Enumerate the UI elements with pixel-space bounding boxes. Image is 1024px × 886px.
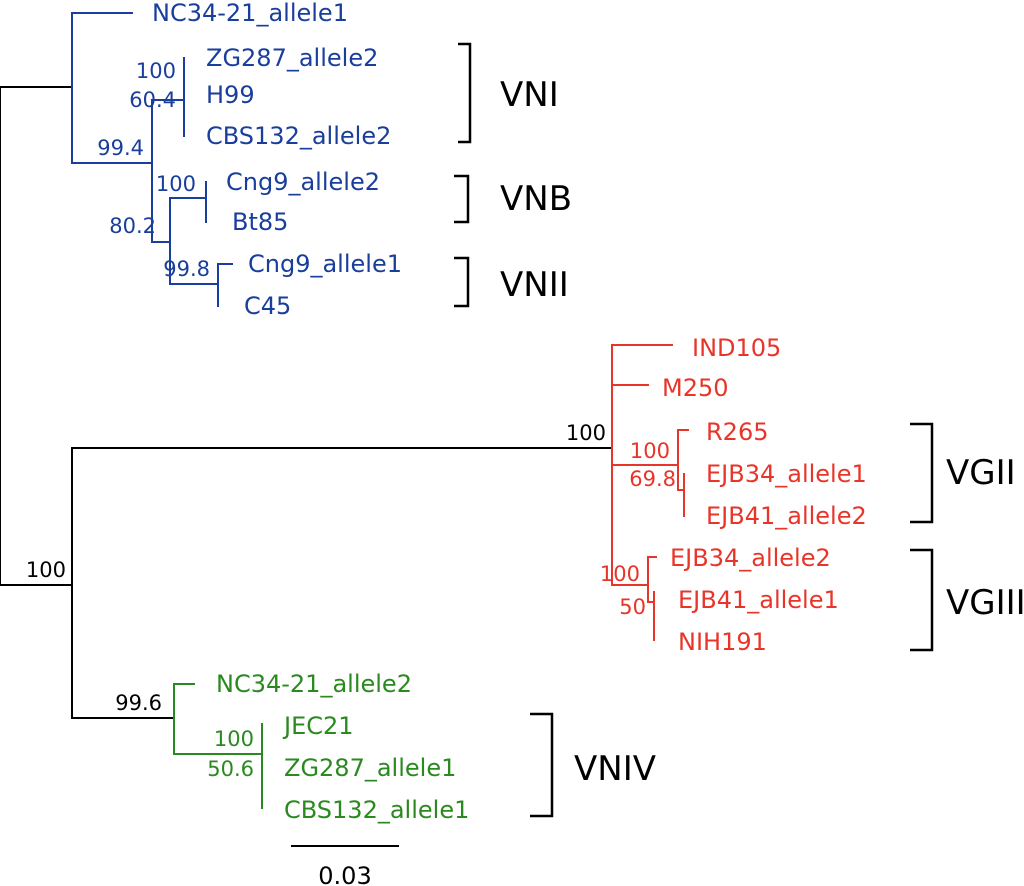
support-vniv-inner: 100	[214, 727, 254, 751]
taxon-ejb34-allele2: EJB34_allele2	[670, 544, 831, 572]
taxon-c45: C45	[244, 292, 291, 320]
support-values: 100 60.4 99.4 100 80.2 99.8 100 100 69.8…	[26, 59, 676, 781]
clade-label-vniv: VNIV	[574, 749, 656, 789]
support-root: 100	[26, 558, 66, 582]
support-vni-h99: 60.4	[129, 88, 176, 112]
support-vgii: 69.8	[629, 467, 676, 491]
taxon-zg287-allele2: ZG287_allele2	[206, 44, 378, 72]
support-vnb-vnii: 80.2	[109, 214, 156, 238]
taxon-ind105: IND105	[692, 334, 781, 362]
taxon-cbs132-allele1: CBS132_allele1	[284, 796, 469, 824]
support-vni-inner: 100	[136, 59, 176, 83]
taxon-ejb41-allele2: EJB41_allele2	[706, 502, 867, 530]
taxon-nih191: NIH191	[678, 628, 767, 656]
scale-bar: 0.03	[291, 845, 399, 886]
support-vniv-clade: 99.6	[115, 691, 162, 715]
support-vgiii-inner: 50	[619, 595, 646, 619]
clade-label-vnb: VNB	[500, 179, 572, 219]
clade-label-vgiii: VGIII	[946, 583, 1024, 623]
support-neoformans: 99.4	[97, 136, 144, 160]
clade-brackets	[454, 42, 934, 818]
gattii-clade-branches	[611, 344, 689, 641]
support-vgii-inner: 100	[630, 439, 670, 463]
taxon-cng9-allele2: Cng9_allele2	[226, 168, 380, 196]
clade-label-vgii: VGII	[946, 453, 1016, 493]
bracket-vnb	[454, 174, 470, 224]
taxon-jec21: JEC21	[282, 712, 354, 740]
support-vnb: 100	[156, 172, 196, 196]
bracket-vniv	[530, 712, 554, 818]
clade-names: VNI VNB VNII VGII VGIII VNIV	[500, 75, 1024, 789]
taxon-m250: M250	[662, 374, 729, 402]
scale-bar-label: 0.03	[318, 862, 371, 886]
taxon-nc34-21-allele1: NC34-21_allele1	[152, 0, 348, 27]
taxon-nc34-21-allele2: NC34-21_allele2	[216, 670, 412, 698]
support-vnii: 99.8	[163, 257, 210, 281]
bracket-vnii	[454, 256, 470, 308]
taxon-r265: R265	[706, 418, 768, 446]
taxon-labels: NC34-21_allele1 ZG287_allele2 H99 CBS132…	[152, 0, 867, 824]
support-gattii: 100	[566, 421, 606, 445]
vniv-clade-branches	[173, 683, 263, 809]
support-vgiii: 100	[600, 562, 640, 586]
neoformans-clade-branches	[71, 12, 233, 307]
backbone-branches	[0, 86, 613, 719]
taxon-cng9-allele1: Cng9_allele1	[248, 250, 402, 278]
taxon-zg287-allele1: ZG287_allele1	[284, 754, 456, 782]
clade-label-vni: VNI	[500, 75, 559, 115]
support-vniv: 50.6	[207, 757, 254, 781]
taxon-cbs132-allele2: CBS132_allele2	[206, 122, 391, 150]
bracket-vni	[458, 42, 472, 144]
bracket-vgiii	[910, 548, 934, 652]
taxon-ejb41-allele1: EJB41_allele1	[678, 586, 839, 614]
clade-label-vnii: VNII	[500, 265, 569, 305]
taxon-ejb34-allele1: EJB34_allele1	[706, 460, 867, 488]
bracket-vgii	[910, 422, 934, 524]
taxon-h99: H99	[206, 81, 255, 109]
taxon-bt85: Bt85	[232, 208, 288, 236]
